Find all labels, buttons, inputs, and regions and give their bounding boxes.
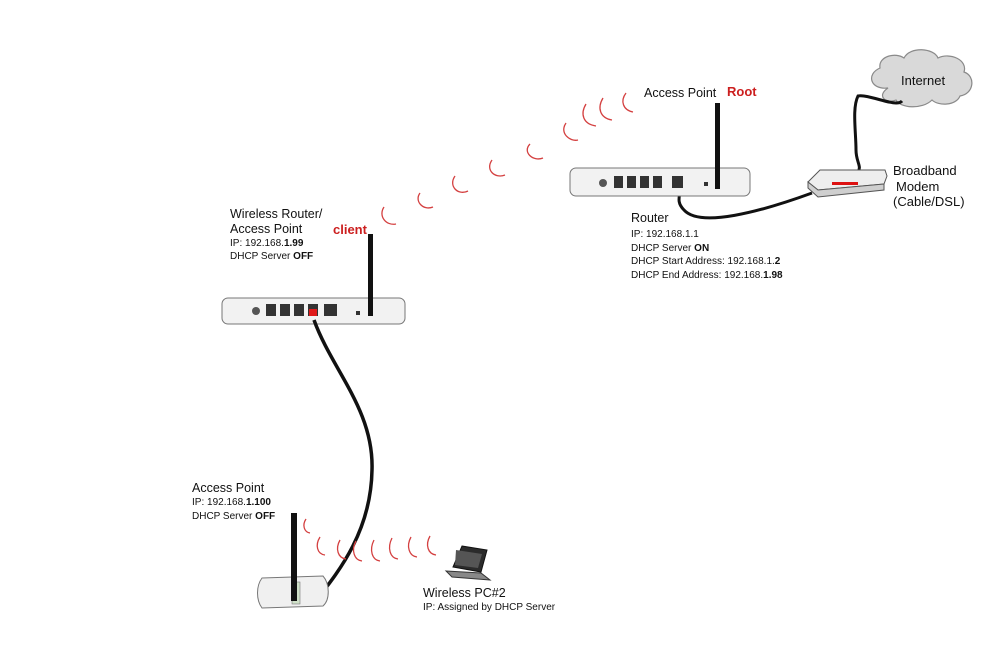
client-router-dhcp: DHCP Server OFF	[230, 251, 314, 263]
client-router-title-1: Wireless Router/	[230, 207, 323, 221]
client-port-highlight	[309, 309, 317, 316]
modem-device	[807, 169, 888, 198]
modem-label-line-2: Modem	[896, 178, 940, 194]
internet-modem-cable	[853, 94, 904, 173]
wireless-waves-lower	[303, 518, 437, 562]
access-point-ip: IP: 192.168.1.100	[192, 496, 271, 508]
laptop-icon	[444, 545, 492, 581]
client-router-device	[221, 297, 406, 325]
client-antenna	[368, 234, 373, 316]
client-ap-cable	[312, 319, 374, 600]
modem-label-line-3: (Cable/DSL)	[893, 194, 965, 210]
root-router-title: Router	[631, 211, 669, 225]
root-router-dhcp-end: DHCP End Address: 192.168.1.98	[631, 270, 783, 282]
internet-label: Internet	[901, 73, 946, 88]
client-router-title-2: Access Point	[230, 221, 303, 236]
root-router-device	[569, 167, 751, 197]
internet-cloud	[871, 49, 973, 108]
modem-label-line-1: Broadband	[893, 163, 957, 178]
root-router-dhcp: DHCP Server ON	[631, 242, 710, 254]
client-router-info: Wireless Router/ Access Point IP: 192.16…	[230, 207, 322, 263]
wireless-waves-upper	[381, 92, 634, 225]
modem-router-cable	[677, 189, 813, 220]
modem-label: Broadband Modem (Cable/DSL)	[893, 163, 965, 210]
root-role-label: Root	[727, 84, 757, 99]
access-point-antenna	[291, 513, 297, 601]
access-point-info: Access Point IP: 192.168.1.100 DHCP Serv…	[192, 481, 275, 522]
wireless-pc-info: Wireless PC#2 IP: Assigned by DHCP Serve…	[423, 586, 555, 614]
root-ap-label: Access Point	[644, 86, 717, 100]
wireless-pc-title: Wireless PC#2	[423, 586, 506, 600]
root-router-info: Router IP: 192.168.1.1 DHCP Server ON DH…	[631, 211, 783, 282]
wireless-pc-ip: IP: Assigned by DHCP Server	[423, 601, 556, 613]
access-point-title: Access Point	[192, 481, 265, 495]
client-router-ip: IP: 192.168.1.99	[230, 237, 304, 249]
root-router-ip: IP: 192.168.1.1	[631, 228, 699, 240]
modem-status-lights	[832, 182, 858, 185]
root-antenna	[715, 103, 720, 189]
access-point-dhcp: DHCP Server OFF	[192, 510, 276, 522]
client-role-label: client	[333, 222, 367, 237]
root-router-dhcp-start: DHCP Start Address: 192.168.1.2	[631, 256, 781, 268]
